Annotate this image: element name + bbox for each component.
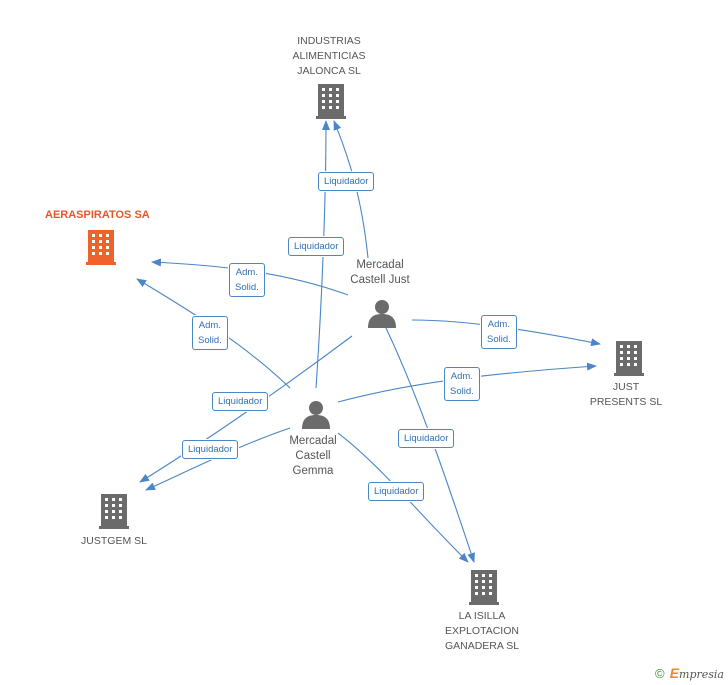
edge-label-liquidador: Liquidador <box>318 172 375 191</box>
edge-label-adm-solid: Adm. Solid. <box>192 316 228 350</box>
empresia-watermark: © Empresia <box>655 665 724 681</box>
copyright-symbol: © <box>655 666 665 681</box>
company-label-aeraspiratos[interactable]: AERASPIRATOS SA <box>45 209 150 221</box>
brand-initial: E <box>669 665 680 681</box>
building-icon-justpresents[interactable] <box>614 341 644 376</box>
building-icon-industrias[interactable] <box>316 84 346 119</box>
person-icon-gemma[interactable] <box>302 401 330 429</box>
edge-label-adm-solid: Adm. Solid. <box>444 367 480 401</box>
company-label-justgem[interactable]: JUSTGEM SL <box>81 535 147 547</box>
edge-label-adm-solid: Adm. Solid. <box>229 263 265 297</box>
building-icon-laisilla[interactable] <box>469 570 499 605</box>
edge-label-liquidador: Liquidador <box>212 392 269 411</box>
person-label-just[interactable]: Mercadal Castell Just <box>350 259 410 286</box>
company-label-laisilla[interactable]: LA ISILLA EXPLOTACION GANADERA SL <box>444 610 520 652</box>
brand-name: mpresia <box>679 668 724 681</box>
edge-just-justgem <box>139 335 353 483</box>
company-label-industrias[interactable]: INDUSTRIAS ALIMENTICIAS JALONCA SL <box>292 35 366 77</box>
edge-label-liquidador: Liquidador <box>288 237 345 256</box>
building-icon-aeraspiratos[interactable] <box>86 230 116 265</box>
edge-label-liquidador: Liquidador <box>398 429 455 448</box>
person-label-gemma[interactable]: Mercadal Castell Gemma <box>289 435 337 477</box>
edge-label-liquidador: Liquidador <box>368 482 425 501</box>
person-icon-just[interactable] <box>368 300 396 328</box>
edge-label-adm-solid: Adm. Solid. <box>481 315 517 349</box>
company-label-justpresents[interactable]: JUST PRESENTS SL <box>589 381 663 408</box>
edge-label-liquidador: Liquidador <box>182 440 239 459</box>
building-icon-justgem[interactable] <box>99 494 129 529</box>
